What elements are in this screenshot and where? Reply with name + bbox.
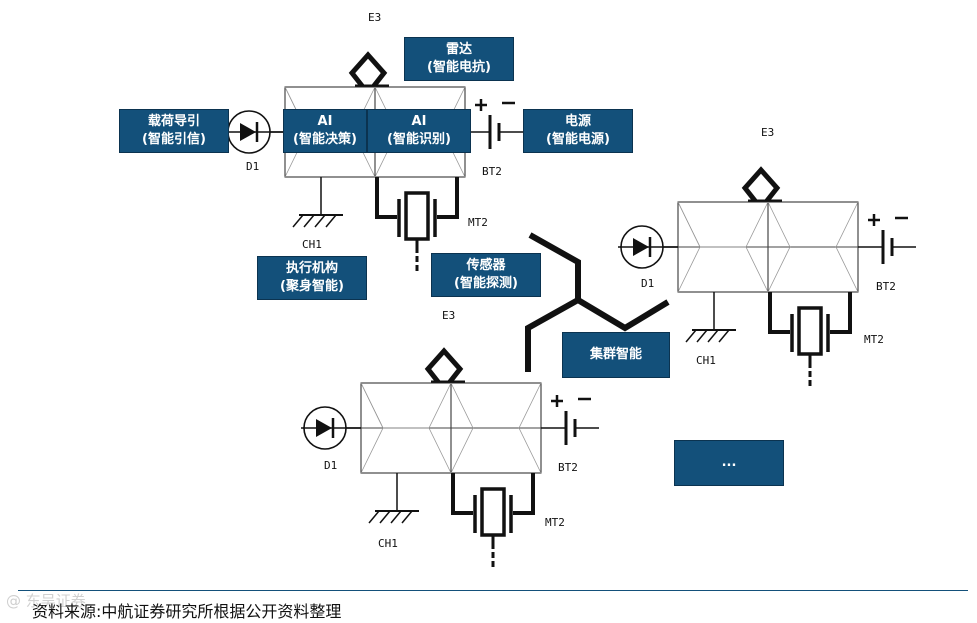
ref-mt2-top: MT2 (468, 216, 488, 229)
ref-bt2-top: BT2 (482, 165, 502, 178)
label-power: 电源 (智能电源) (523, 109, 633, 153)
label-more: ... (674, 440, 784, 486)
label-sensor-title: 传感器 (466, 258, 506, 273)
label-actuator-sub: (聚身智能) (280, 279, 344, 294)
label-guidance-sub: (智能引信) (142, 132, 206, 147)
label-power-title: 电源 (564, 114, 591, 129)
label-swarm-title: 集群智能 (589, 347, 642, 362)
watermark: @ 东吴证券 (6, 592, 86, 610)
label-ai-recognition-title: AI (411, 114, 427, 129)
label-ai-decision-title: AI (317, 114, 333, 129)
label-ai-recognition-sub: (智能识别) (387, 132, 451, 147)
label-radar-title: 雷达 (445, 42, 472, 57)
label-more-title: ... (721, 455, 737, 470)
label-sensor-sub: (智能探测) (454, 276, 518, 291)
ref-d1-right: D1 (641, 277, 655, 290)
label-power-sub: (智能电源) (546, 132, 610, 147)
label-guidance: 载荷导引 (智能引信) (119, 109, 229, 153)
label-actuator-title: 执行机构 (285, 261, 338, 276)
ref-ch1-top: CH1 (302, 238, 322, 251)
ref-mt2-right: MT2 (864, 333, 884, 346)
label-ai-decision: AI (智能决策) (283, 109, 367, 153)
ref-ch1-right: CH1 (696, 354, 716, 367)
label-radar-sub: (智能电抗) (427, 60, 491, 75)
ref-ch1-bottom: CH1 (378, 537, 398, 550)
circuit-module-bottom (301, 351, 599, 567)
label-sensor: 传感器 (智能探测) (431, 253, 541, 297)
label-ai-recognition: AI (智能识别) (367, 109, 471, 153)
ref-d1-top: D1 (246, 160, 260, 173)
circuit-module-top-left (225, 55, 523, 271)
ref-e3-bottom: E3 (442, 309, 456, 322)
source-note: 资料来源:中航证券研究所根据公开资料整理 (32, 602, 342, 621)
ref-d1-bottom: D1 (324, 459, 338, 472)
ref-bt2-right: BT2 (876, 280, 896, 293)
label-guidance-title: 载荷导引 (147, 114, 200, 129)
footer-divider (18, 590, 968, 591)
label-ai-decision-sub: (智能决策) (293, 132, 357, 147)
swarm-link-branch (576, 297, 670, 332)
label-radar: 雷达 (智能电抗) (404, 37, 514, 81)
ref-bt2-bottom: BT2 (558, 461, 578, 474)
label-swarm: 集群智能 (562, 332, 670, 378)
ref-mt2-bottom: MT2 (545, 516, 565, 529)
label-actuator: 执行机构 (聚身智能) (257, 256, 367, 300)
ref-e3-right: E3 (761, 126, 775, 139)
ref-e3-top: E3 (368, 11, 382, 24)
